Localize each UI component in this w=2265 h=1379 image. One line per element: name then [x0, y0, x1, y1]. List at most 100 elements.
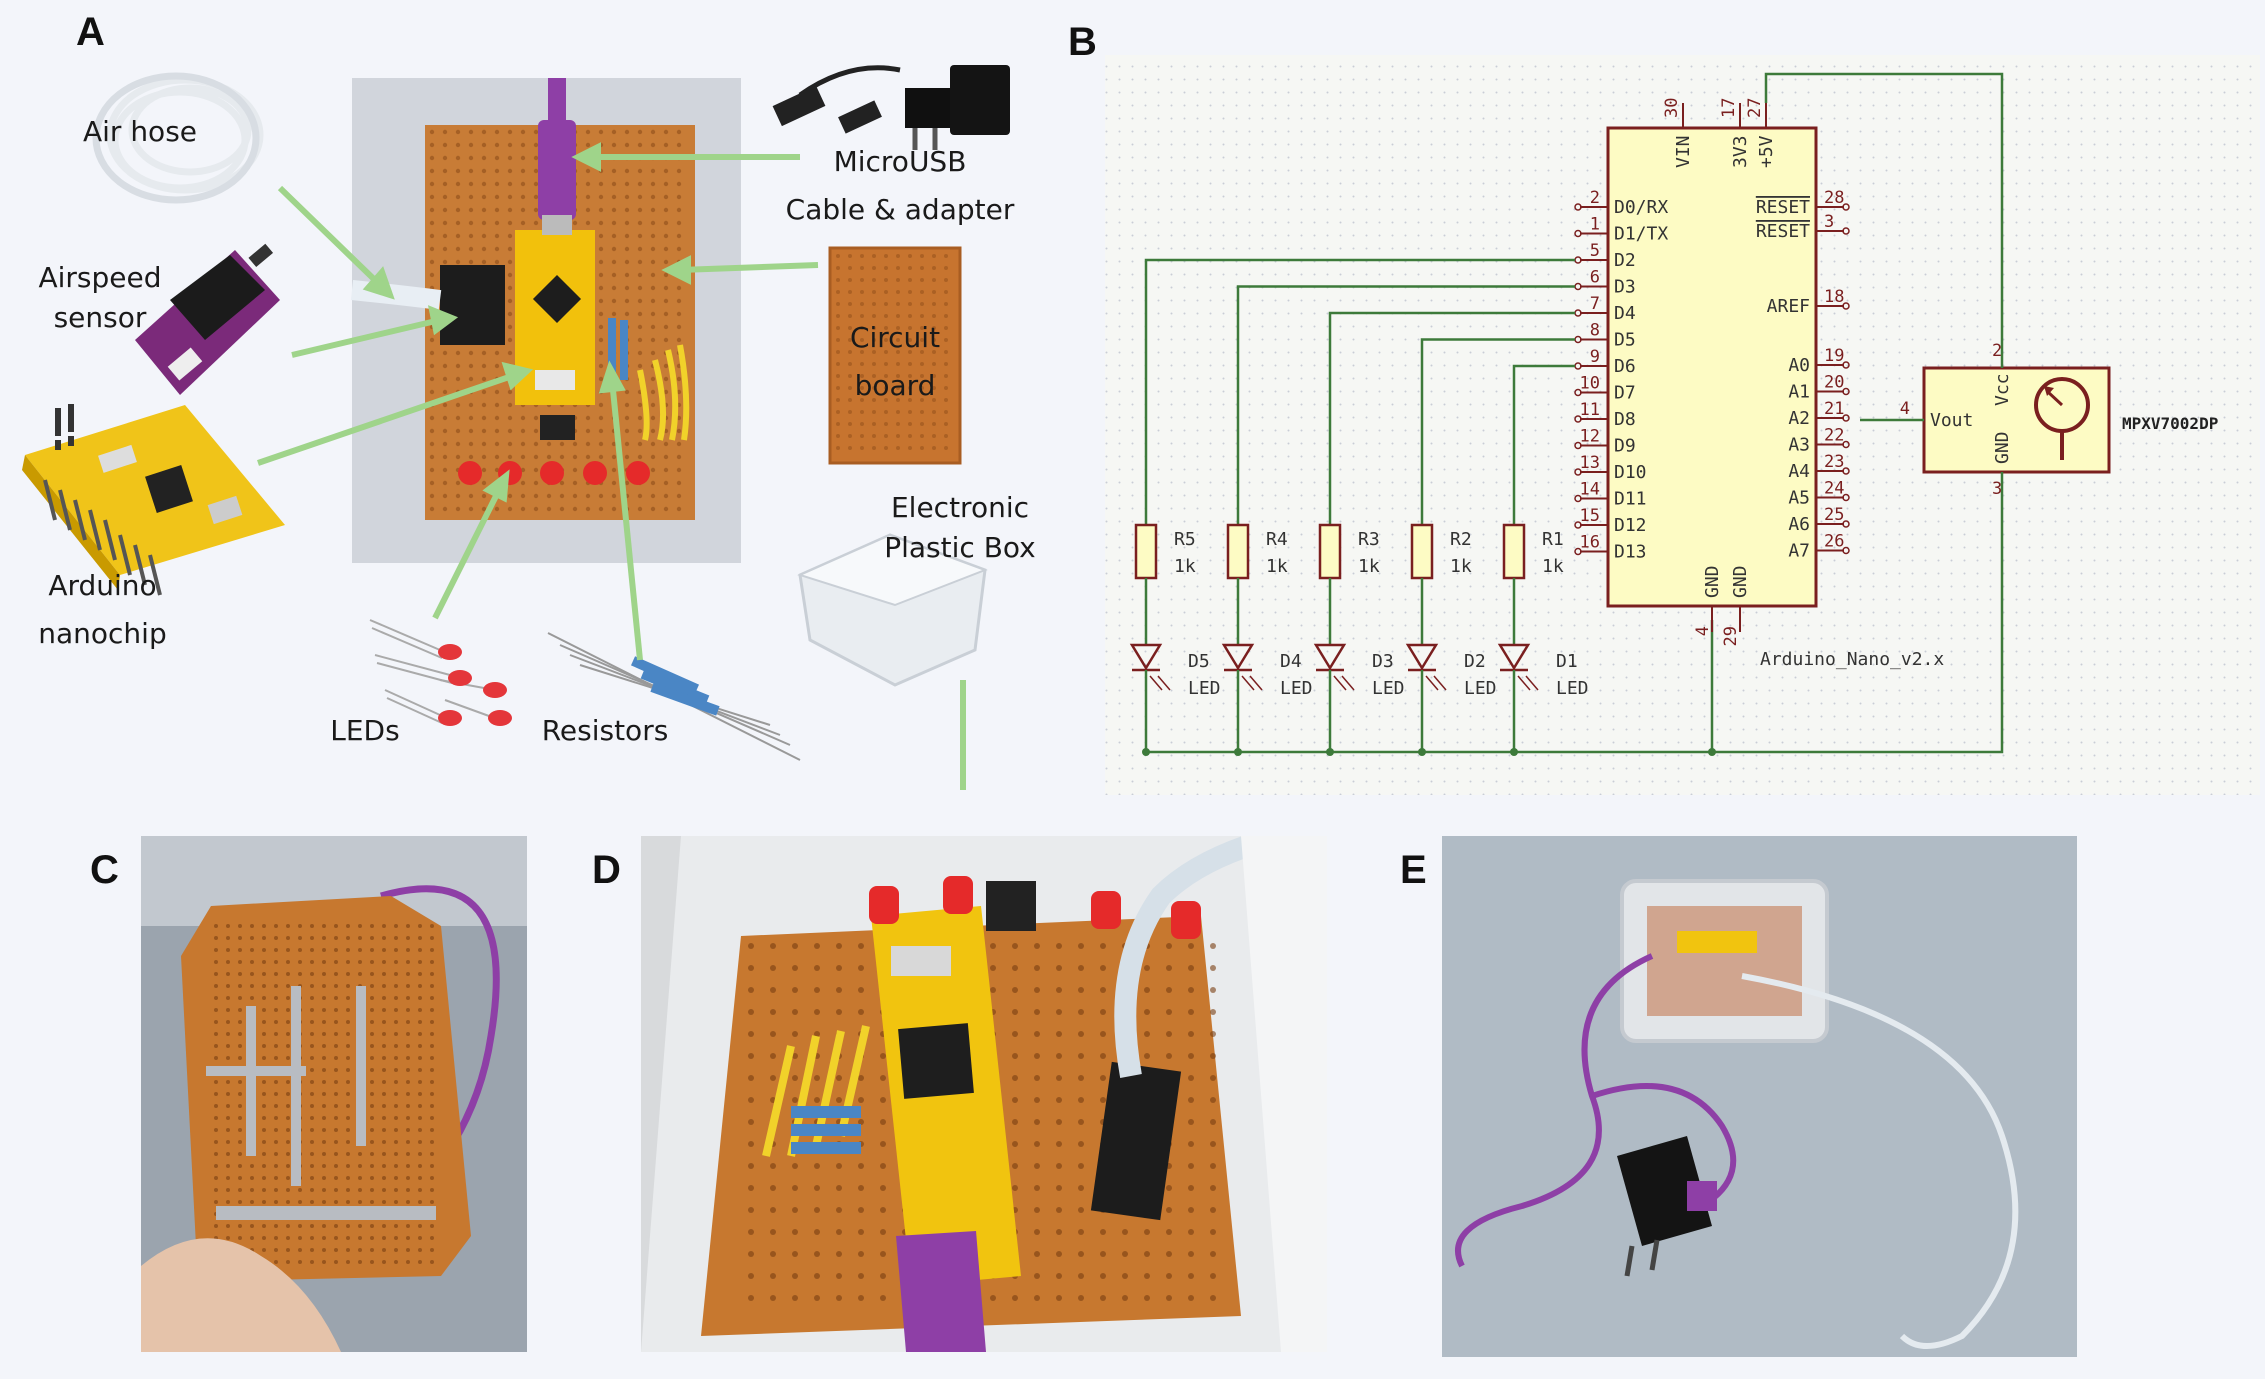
- mcu-name-label: Arduino_Nano_v2.x: [1760, 649, 1944, 670]
- mcu-pin-end: [1574, 494, 1582, 503]
- mcu-pin-number: 6: [1590, 268, 1600, 288]
- mcu-pin-number: 15: [1580, 506, 1600, 526]
- led-symbol: [1405, 643, 1439, 671]
- resistor-value: 1k: [1266, 556, 1288, 577]
- led-ref: D3: [1372, 651, 1394, 672]
- led-ray: [1425, 675, 1439, 691]
- mcu-pin-end: [1842, 520, 1850, 528]
- mcu-pin-name: A4: [1788, 461, 1810, 482]
- usb-cable-adapter-image: [772, 65, 1010, 150]
- resistor-symbol: [1410, 523, 1434, 580]
- led-ref: D4: [1280, 651, 1302, 672]
- junction-dot: [1142, 748, 1150, 756]
- airspeed-sensor-label-line2: sensor: [53, 301, 147, 334]
- mcu-pin-number: 12: [1580, 427, 1600, 447]
- junction-dot: [1234, 748, 1242, 756]
- resistor-value: 1k: [1542, 556, 1564, 577]
- mcu-pin-number: 13: [1580, 453, 1600, 473]
- plastic-box-label: Electronic: [890, 491, 1030, 524]
- mcu-pin-name: A1: [1788, 382, 1810, 403]
- mcu-pin-name: D5: [1614, 330, 1636, 351]
- wire: [1328, 311, 1575, 525]
- sensor-name-label: MPXV7002DP: [2122, 414, 2218, 433]
- mcu-pin-name: D13: [1614, 542, 1647, 563]
- resistor-value: 1k: [1174, 556, 1196, 577]
- led-ray: [1433, 675, 1447, 691]
- mcu-pin-end: [1842, 227, 1850, 235]
- mcu-pin-name: A2: [1788, 408, 1810, 429]
- panel-label-b: B: [1068, 20, 1097, 64]
- air-hose-image: [92, 72, 264, 204]
- mcu-pin-number: 14: [1580, 480, 1600, 500]
- led-ray: [1249, 675, 1263, 691]
- led-value: LED: [1556, 678, 1589, 699]
- mcu-pin-end: [1574, 388, 1582, 397]
- junction-dot: [1418, 748, 1426, 756]
- airspeed-sensor-image: [135, 243, 280, 395]
- mcu-pin-name: RESET: [1756, 221, 1810, 242]
- mcu-pin-end: [1574, 441, 1582, 450]
- led-value: LED: [1280, 678, 1313, 699]
- sensor-gnd-label: GND: [1992, 431, 2013, 464]
- sensor-vout-label: Vout: [1930, 410, 1973, 431]
- circuit-board-image: [828, 246, 962, 465]
- led-ref: D1: [1556, 651, 1578, 672]
- sensor-pin-number: 2: [1992, 341, 2002, 361]
- panel-d-photo: [641, 836, 1327, 1352]
- microusb-label-line2: Cable & adapter: [785, 193, 1015, 226]
- mcu-pin-number: 11: [1580, 400, 1600, 420]
- mcu-pin-name: VIN: [1673, 135, 1694, 168]
- mcu-pin-number: 8: [1590, 321, 1600, 341]
- mcu-pin-number: 2: [1590, 188, 1600, 208]
- mcu-pin-number: 20: [1824, 373, 1844, 393]
- panel-c-photo: [141, 836, 527, 1352]
- led-ray: [1157, 675, 1171, 691]
- leds-label: LEDs: [330, 714, 400, 747]
- led-symbol: [1221, 643, 1255, 671]
- mcu-pin-end: [1842, 203, 1850, 211]
- mcu-pin-end: [1574, 521, 1582, 529]
- mcu-pin-name: D6: [1614, 356, 1636, 377]
- mcu-pin-end: [1842, 440, 1850, 449]
- mcu-pin-number: 1: [1590, 215, 1600, 235]
- led-ray: [1525, 675, 1539, 691]
- mcu-pin-number: 16: [1580, 533, 1600, 553]
- mcu-pin-number: 3: [1824, 212, 1834, 232]
- mcu-pin-number: 10: [1580, 374, 1600, 394]
- mcu-pin-number: 19: [1824, 346, 1844, 366]
- mcu-pin-number: 21: [1824, 399, 1844, 419]
- mcu-pin-name: D2: [1614, 250, 1636, 271]
- led-ray: [1333, 675, 1347, 691]
- panel-label-c: C: [90, 848, 119, 892]
- junction-dot: [1708, 748, 1716, 756]
- airspeed-sensor-label: Airspeed: [38, 261, 162, 294]
- mcu-pin-number: 27: [1745, 98, 1765, 118]
- microusb-label: MicroUSB: [833, 145, 967, 178]
- led-value: LED: [1188, 678, 1221, 699]
- mcu-pin-number: 29: [1721, 626, 1741, 646]
- circuit-board-label: Circuit: [849, 321, 941, 354]
- mcu-pin-end: [1574, 203, 1582, 211]
- panel-label-e: E: [1400, 848, 1427, 892]
- mcu-pin-name: A0: [1788, 355, 1810, 376]
- mcu-pin-end: [1842, 546, 1850, 555]
- mcu-pin-end: [1842, 387, 1850, 396]
- led-ref: D2: [1464, 651, 1486, 672]
- arduino-label-line2: nanochip: [38, 617, 167, 650]
- mcu-pin-end: [1842, 493, 1850, 502]
- led-ray: [1341, 675, 1355, 691]
- resistor-ref: R1: [1542, 529, 1564, 550]
- led-ray: [1241, 675, 1255, 691]
- mcu-pin-name: D1/TX: [1614, 224, 1668, 245]
- mcu-pin-end: [1574, 415, 1582, 423]
- mcu-pin-number: 22: [1824, 426, 1844, 446]
- mcu-pin-name: A3: [1788, 435, 1810, 456]
- mcu-pin-end: [1574, 229, 1582, 238]
- mcu-pin-name: RESET: [1756, 197, 1810, 218]
- assembled-board-photo: [350, 78, 741, 563]
- mcu-pin-name: D4: [1614, 303, 1636, 324]
- led-symbol: [1129, 643, 1163, 671]
- mcu-pin-name: D12: [1614, 515, 1647, 536]
- wire: [1236, 285, 1575, 525]
- wire: [1420, 338, 1575, 525]
